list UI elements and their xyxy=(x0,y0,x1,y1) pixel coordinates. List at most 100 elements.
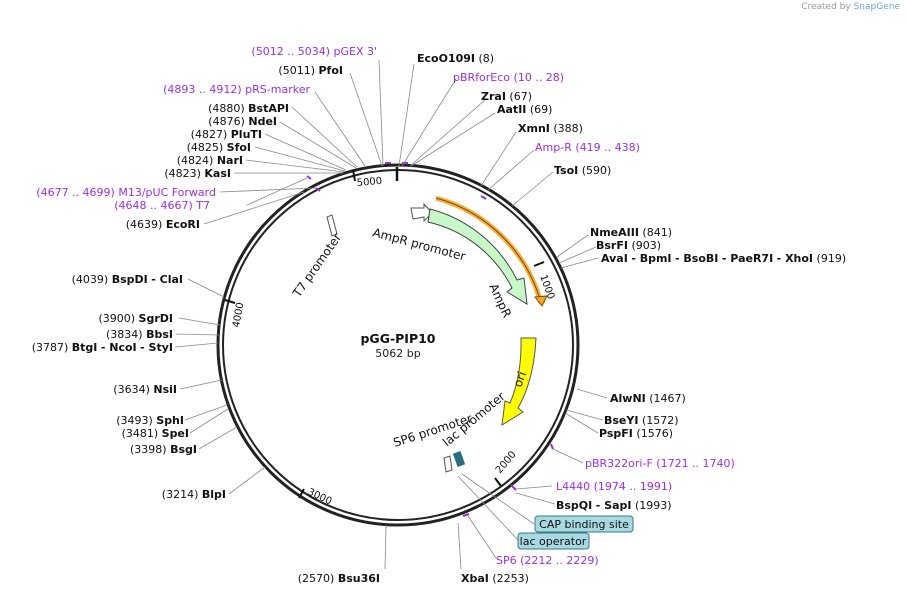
leader-btgi xyxy=(174,342,219,348)
orf-arrowhead xyxy=(534,295,548,307)
site-pgex3: (5012 .. 5034) pGEX 3' xyxy=(251,45,377,58)
site-bsu36i-name: Bsu36I xyxy=(338,572,380,585)
leader-m13 xyxy=(219,187,317,193)
primer-mark-t7 xyxy=(306,175,312,180)
label-ampr-promoter: AmpR promoter xyxy=(371,225,467,263)
cap-box-label: CAP binding site xyxy=(539,518,629,531)
leader-sphi xyxy=(184,404,228,421)
primer-marks xyxy=(306,162,554,517)
site-sapi-name: - SapI xyxy=(596,499,632,512)
site-bspdi-name: BspDI xyxy=(112,273,148,286)
site-pluti-name: PluTI xyxy=(231,128,262,141)
site-nsii-name: NsiI xyxy=(153,383,177,396)
site-sphi: (3493) SphI xyxy=(116,414,184,427)
site-sgrdi-pos: (3900) xyxy=(98,312,135,325)
site-pfoi-pos: (5011) xyxy=(278,64,315,77)
tick-2000 xyxy=(494,477,502,487)
site-t7-name: T7 xyxy=(195,199,210,212)
site-bseyi-name: BseYI xyxy=(604,414,638,427)
lacop-box-bg xyxy=(517,532,590,550)
site-blpi-name: BlpI xyxy=(202,488,226,501)
site-m13-name: M13/pUC Forward xyxy=(118,186,216,199)
lac-operator-box: lac operator xyxy=(517,532,590,550)
site-pbrforeco: pBRforEco (10 .. 28) xyxy=(453,71,564,84)
site-kasi-name: KasI xyxy=(204,167,231,180)
leader-lacop xyxy=(457,475,519,541)
leader-xbai xyxy=(457,522,462,570)
site-blpi: (3214) BlpI xyxy=(162,488,226,501)
plasmid-size: 5062 bp xyxy=(375,347,420,360)
site-avai-name: AvaI xyxy=(601,252,628,265)
leader-ndei xyxy=(279,121,357,169)
label-ampr: AmpR xyxy=(486,281,514,319)
plasmid-name: pGG-PIP10 xyxy=(360,331,435,346)
site-clai-name: - ClaI xyxy=(151,273,183,286)
leader-t7 xyxy=(246,177,308,206)
site-pbrforeco-pos: (10 .. 28) xyxy=(514,71,565,84)
leader-pspfi xyxy=(564,412,599,434)
site-bsgi: (3398) BsgI xyxy=(130,443,197,456)
site-l4440-name: L4440 xyxy=(556,480,590,493)
leader-bsu36i xyxy=(384,524,387,570)
site-ndei: (4876) NdeI xyxy=(208,115,277,128)
site-ecori: (4639) EcoRI xyxy=(126,218,200,231)
site-ecoo109i-pos: (8) xyxy=(479,52,495,65)
leader-bspdi xyxy=(187,278,225,298)
cap-binding-site-box: CAP binding site xyxy=(534,515,634,533)
site-alwni-name: AlwNI xyxy=(610,392,646,405)
snapgene-brand: SnapGene xyxy=(853,2,900,12)
leader-zrai xyxy=(409,98,487,167)
site-ecoo109i: EcoO109I (8) xyxy=(417,52,494,65)
site-pgex3-name: pGEX 3' xyxy=(333,45,377,58)
primer-mark-ampr xyxy=(480,195,487,200)
site-t7-pos: (4648 .. 4667) xyxy=(114,199,193,212)
site-xbai: XbaI (2253) xyxy=(461,572,529,585)
site-pbr322ori-f: pBR322ori-F (1721 .. 1740) xyxy=(585,457,735,470)
leader-xmni xyxy=(480,131,517,187)
site-bstapi-pos: (4880) xyxy=(208,102,245,115)
site-nari-name: NarI xyxy=(217,154,243,167)
site-blpi-pos: (3214) xyxy=(162,488,199,501)
site-bseyi: BseYI (1572) xyxy=(604,414,679,427)
label-t7-promoter: T7 promoter xyxy=(289,231,344,301)
leader-prs-marker xyxy=(314,91,366,167)
site-pluti: (4827) PluTI xyxy=(191,128,262,141)
site-pluti-pos: (4827) xyxy=(191,128,228,141)
primer-mark-m13 xyxy=(315,187,321,192)
leader-cap xyxy=(461,473,535,525)
site-bbsi-pos: (3834) xyxy=(106,328,143,341)
site-btgi-pos: (3787) xyxy=(32,341,69,354)
ampr-promoter-arrow xyxy=(410,202,433,223)
sp6-promoter-arrow xyxy=(443,455,453,473)
site-tsoi: TsoI (590) xyxy=(554,164,611,177)
leader-bsgi xyxy=(198,426,238,450)
tick-4000 xyxy=(224,299,236,304)
site-m13-pos: (4677 .. 4699) xyxy=(36,186,115,199)
site-zrai-pos: (67) xyxy=(509,90,532,103)
site-pfoi-name: PfoI xyxy=(319,64,344,77)
site-kasi: (4823) KasI xyxy=(164,167,231,180)
site-xmni: XmnI (388) xyxy=(518,122,583,135)
tick-marks xyxy=(224,167,545,499)
site-paer7i-name: - PaeR7I xyxy=(722,252,773,265)
site-btgi-name: BtgI xyxy=(72,341,98,354)
backbone-outer xyxy=(216,163,580,527)
site-spei-pos: (3481) xyxy=(122,427,159,440)
site-bsu36i-pos: (2570) xyxy=(298,572,335,585)
leader-pfoi xyxy=(349,72,383,167)
site-spei-name: SpeI xyxy=(162,427,189,440)
site-l4440: L4440 (1974 .. 1991) xyxy=(556,480,672,493)
site-bsu36i: (2570) Bsu36I xyxy=(298,572,380,585)
leader-bspqi xyxy=(515,492,556,505)
site-amp-r-pos: (419 .. 438) xyxy=(575,141,640,154)
leader-nmeaiii xyxy=(556,234,589,258)
site-bbsi-name: BbsI xyxy=(146,328,173,341)
site-bspdi-pos: (4039) xyxy=(72,273,109,286)
leader-sp6 xyxy=(467,515,497,559)
site-nari: (4824) NarI xyxy=(177,154,243,167)
site-nmeaiii: NmeAIII (841) xyxy=(590,226,672,239)
site-amp-r-name: Amp-R xyxy=(535,141,572,154)
lac-operator-block xyxy=(452,451,466,467)
leader-tsoi xyxy=(511,171,554,207)
leader-amp-r xyxy=(486,149,535,192)
